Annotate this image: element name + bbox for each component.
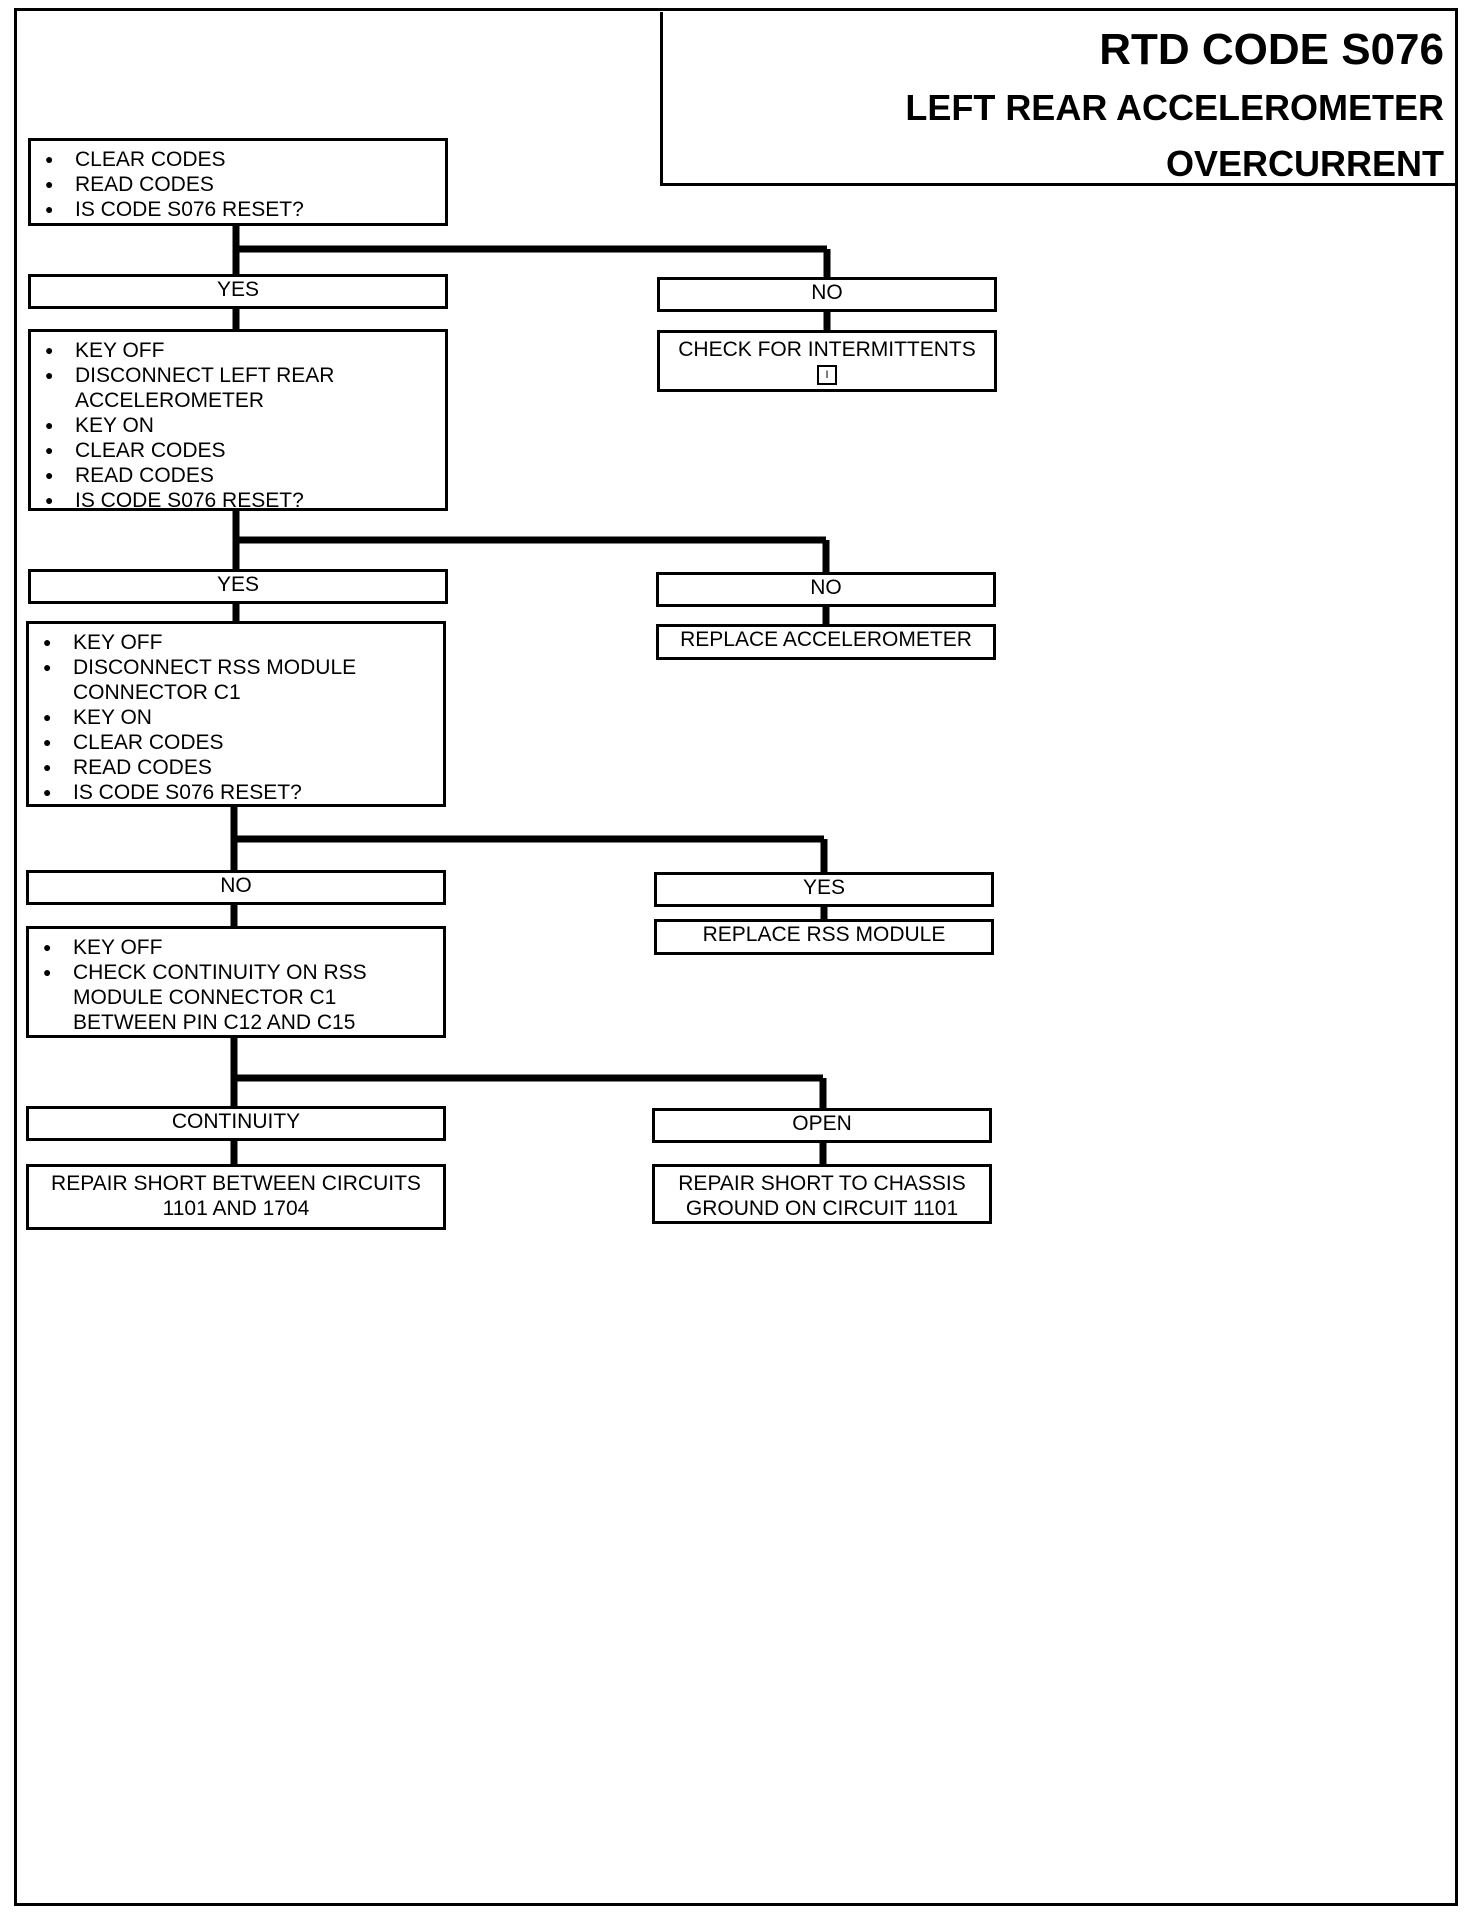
step1-yes-label: YES xyxy=(28,274,448,309)
list-item: READ CODES xyxy=(45,463,445,488)
list-item: IS CODE S076 RESET? xyxy=(45,197,445,222)
list-item: KEY OFF xyxy=(45,338,445,363)
step1-box: CLEAR CODES READ CODES IS CODE S076 RESE… xyxy=(28,138,448,226)
list-item: DISCONNECT RSS MODULE CONNECTOR C1 xyxy=(43,655,443,705)
step3-yes-label: YES xyxy=(654,872,994,907)
list-item: READ CODES xyxy=(45,172,445,197)
step2-yes-label: YES xyxy=(28,569,448,604)
list-item: KEY OFF xyxy=(43,935,443,960)
page-title: RTD CODE S076 xyxy=(1099,25,1444,74)
list-item: CLEAR CODES xyxy=(43,730,443,755)
list-item: KEY ON xyxy=(45,413,445,438)
repair-short-circuits-line2: 1101 AND 1704 xyxy=(162,1197,310,1220)
step1-no-label: NO xyxy=(657,277,997,312)
step3-yes-action-box: REPLACE RSS MODULE xyxy=(654,919,994,955)
step3-box: KEY OFF DISCONNECT RSS MODULE CONNECTOR … xyxy=(26,621,446,807)
list-item: KEY OFF xyxy=(43,630,443,655)
page-subtitle-line2: OVERCURRENT xyxy=(1165,143,1444,184)
check-intermittents-text: CHECK FOR INTERMITTENTS xyxy=(678,338,976,361)
step4-box: KEY OFF CHECK CONTINUITY ON RSS MODULE C… xyxy=(26,926,446,1038)
list-item: CHECK CONTINUITY ON RSS MODULE CONNECTOR… xyxy=(43,960,443,1035)
list-item: DISCONNECT LEFT REAR ACCELEROMETER xyxy=(45,363,445,413)
list-item: IS CODE S076 RESET? xyxy=(43,780,443,805)
list-item: CLEAR CODES xyxy=(45,147,445,172)
step2-no-action-box: REPLACE ACCELEROMETER xyxy=(656,624,996,660)
step4-continuity-label: CONTINUITY xyxy=(26,1106,446,1141)
step3-list: KEY OFF DISCONNECT RSS MODULE CONNECTOR … xyxy=(29,624,443,805)
repair-short-chassis-line2: GROUND ON CIRCUIT 1101 xyxy=(685,1197,959,1220)
step4-list: KEY OFF CHECK CONTINUITY ON RSS MODULE C… xyxy=(29,929,443,1035)
step4-open-action-box: REPAIR SHORT TO CHASSIS GROUND ON CIRCUI… xyxy=(652,1164,992,1224)
page-subtitle-line1: LEFT REAR ACCELEROMETER xyxy=(905,87,1444,128)
step4-continuity-action-box: REPAIR SHORT BETWEEN CIRCUITS 1101 AND 1… xyxy=(26,1164,446,1230)
list-item: CLEAR CODES xyxy=(45,438,445,463)
repair-short-chassis-line1: REPAIR SHORT TO CHASSIS xyxy=(678,1172,966,1195)
repair-short-circuits-line1: REPAIR SHORT BETWEEN CIRCUITS xyxy=(51,1172,421,1195)
step2-box: KEY OFF DISCONNECT LEFT REAR ACCELEROMET… xyxy=(28,329,448,513)
step2-no-label: NO xyxy=(656,572,996,607)
step4-open-label: OPEN xyxy=(652,1108,992,1143)
list-item: IS CODE S076 RESET? xyxy=(45,488,445,513)
list-item: READ CODES xyxy=(43,755,443,780)
title-block: RTD CODE S076 LEFT REAR ACCELEROMETER OV… xyxy=(660,12,1458,186)
step3-no-label: NO xyxy=(26,870,446,905)
reference-flag-icon: I xyxy=(817,365,837,386)
step1-no-action-box: CHECK FOR INTERMITTENTS I xyxy=(657,330,997,392)
list-item: KEY ON xyxy=(43,705,443,730)
step1-list: CLEAR CODES READ CODES IS CODE S076 RESE… xyxy=(31,141,445,222)
page-border xyxy=(14,8,1458,1906)
step2-list: KEY OFF DISCONNECT LEFT REAR ACCELEROMET… xyxy=(31,332,445,513)
